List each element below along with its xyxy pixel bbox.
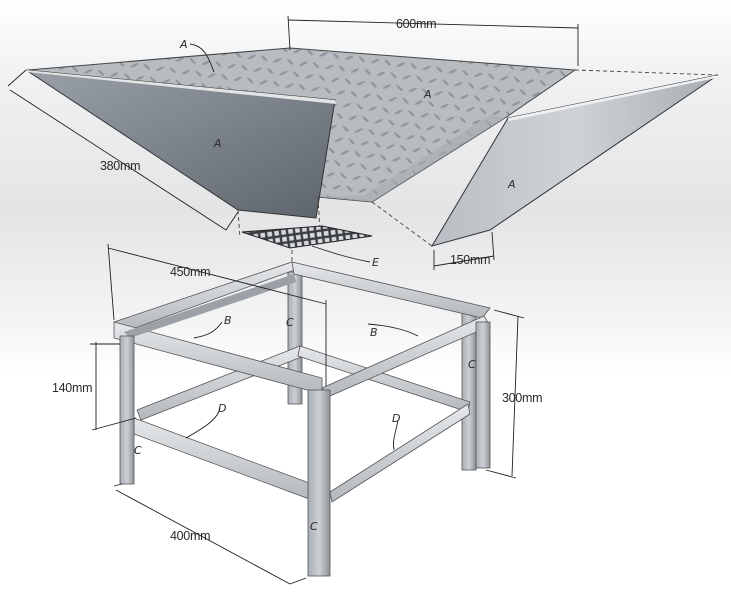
frame-top-inner-shade bbox=[124, 274, 296, 338]
mesh-grate bbox=[241, 225, 373, 249]
part-label-b-right: B bbox=[370, 326, 378, 339]
frame-assembly bbox=[113, 261, 491, 577]
part-label-d-left: D bbox=[218, 402, 226, 415]
dim-300mm: 300mm bbox=[502, 391, 542, 405]
projection-line bbox=[574, 69, 719, 76]
dim-140mm: 140mm bbox=[52, 381, 92, 395]
part-label-a-top: A bbox=[179, 38, 188, 51]
hopper-right-panel-edge bbox=[508, 75, 718, 121]
part-label-a-front: A bbox=[213, 137, 222, 150]
hopper-inner-shade bbox=[318, 115, 505, 202]
frame-leg-left bbox=[119, 335, 135, 485]
part-label-b-left: B bbox=[224, 314, 232, 327]
hopper-assembly bbox=[25, 47, 719, 247]
frame-lower-bar-right bbox=[329, 403, 471, 503]
dim-380mm: 380mm bbox=[100, 159, 140, 173]
dim-600mm: 600mm bbox=[396, 17, 436, 31]
part-label-c-right: C bbox=[468, 358, 476, 371]
dim-150mm: 150mm bbox=[450, 253, 490, 267]
leader-lines bbox=[185, 43, 419, 451]
part-label-c-front: C bbox=[310, 520, 318, 533]
part-label-c-left: C bbox=[134, 444, 142, 457]
part-label-a-back: A bbox=[423, 88, 432, 101]
part-label-c-back: C bbox=[286, 316, 294, 329]
frame-leg-right bbox=[475, 321, 491, 469]
projection-line bbox=[237, 209, 241, 239]
projection-line bbox=[371, 201, 433, 247]
hopper-front-panel-edge bbox=[26, 70, 336, 104]
part-label-a-right: A bbox=[507, 178, 516, 191]
dim-400mm: 400mm bbox=[170, 529, 210, 543]
part-label-d-right: D bbox=[392, 412, 400, 425]
dimension-lines bbox=[7, 15, 579, 585]
dim-450mm: 450mm bbox=[170, 265, 210, 279]
part-label-e: E bbox=[372, 256, 379, 269]
frame-leg-front bbox=[307, 389, 331, 577]
